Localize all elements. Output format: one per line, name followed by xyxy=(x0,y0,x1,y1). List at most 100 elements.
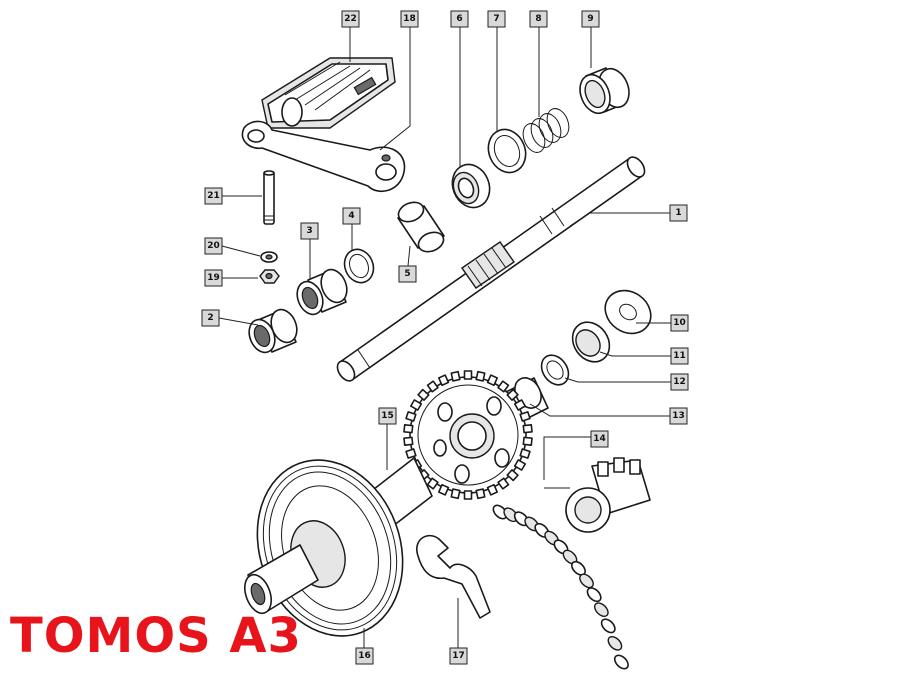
sprocket-tooth xyxy=(405,411,417,422)
bushing-part xyxy=(397,201,445,253)
sleeve-part xyxy=(579,67,630,115)
callout-labels: 1 2 3 4 5 6 7 8 9 10 11 12 13 14 15 16 1… xyxy=(201,10,689,665)
svg-text:2: 2 xyxy=(207,313,213,323)
svg-text:3: 3 xyxy=(306,226,312,236)
chain-link xyxy=(600,618,616,634)
callout-9: 9 xyxy=(581,10,600,28)
needle-bearing-upper-part xyxy=(296,268,348,316)
washer-ring-7-part xyxy=(487,128,527,174)
sprocket-tooth xyxy=(506,469,519,482)
svg-text:16: 16 xyxy=(358,651,371,661)
sprocket-tooth xyxy=(403,436,414,446)
bearing-11-part xyxy=(571,321,611,363)
svg-text:11: 11 xyxy=(673,351,686,361)
callout-3: 3 xyxy=(300,222,319,240)
sprocket-tooth xyxy=(497,380,510,393)
sprocket-tooth xyxy=(405,448,417,459)
callout-8: 8 xyxy=(529,10,548,28)
svg-text:19: 19 xyxy=(207,273,220,283)
small-sprocket-part xyxy=(565,457,651,533)
sprocket-tooth xyxy=(522,424,533,434)
nut-part xyxy=(259,269,280,284)
callout-1: 1 xyxy=(669,204,688,222)
svg-text:15: 15 xyxy=(381,411,394,421)
pedal-part xyxy=(261,57,396,129)
sprocket-tooth xyxy=(463,490,473,500)
svg-text:14: 14 xyxy=(593,434,606,444)
chain-part xyxy=(492,504,629,670)
callout-7: 7 xyxy=(487,10,506,28)
sprocket-tooth xyxy=(450,488,461,500)
sprocket-tooth xyxy=(513,459,526,471)
svg-text:17: 17 xyxy=(452,651,465,661)
callout-2: 2 xyxy=(201,309,220,327)
callout-14: 14 xyxy=(590,430,609,448)
callout-16: 16 xyxy=(355,647,374,665)
sprocket-part xyxy=(403,370,549,500)
sprocket-tooth xyxy=(486,483,499,496)
callout-17: 17 xyxy=(449,647,468,665)
callout-4: 4 xyxy=(342,207,361,225)
svg-text:20: 20 xyxy=(207,241,220,251)
crank-arm-part xyxy=(241,120,406,193)
callout-6: 6 xyxy=(450,10,469,28)
pin-part xyxy=(263,170,275,225)
callout-22: 22 xyxy=(341,10,360,28)
sprocket-tooth xyxy=(410,399,423,411)
bearing-6-part xyxy=(451,163,491,209)
chain-link xyxy=(593,602,609,618)
gear-wheel-part xyxy=(244,457,433,637)
sprocket-tooth xyxy=(513,399,526,411)
sprocket-tooth xyxy=(463,370,473,380)
callout-21: 21 xyxy=(204,187,223,205)
callout-13: 13 xyxy=(669,407,688,425)
svg-text:8: 8 xyxy=(535,14,541,24)
svg-text:21: 21 xyxy=(207,191,220,201)
sprocket-tooth xyxy=(506,388,519,401)
svg-text:22: 22 xyxy=(344,14,357,24)
svg-text:10: 10 xyxy=(673,318,686,328)
callout-19: 19 xyxy=(204,269,223,287)
callout-11: 11 xyxy=(670,347,689,365)
chain-link xyxy=(579,573,594,589)
sprocket-tooth xyxy=(437,374,450,387)
svg-text:6: 6 xyxy=(456,14,462,24)
leader-lines xyxy=(218,27,671,648)
spring-part xyxy=(522,108,570,153)
sprocket-tooth xyxy=(417,388,430,401)
svg-text:13: 13 xyxy=(672,411,685,421)
svg-text:1: 1 xyxy=(675,208,681,218)
callout-12: 12 xyxy=(670,373,689,391)
sprocket-tooth xyxy=(497,477,510,490)
washer-part xyxy=(260,251,278,263)
sprocket-tooth xyxy=(426,380,439,393)
svg-text:12: 12 xyxy=(673,377,686,387)
sprocket-tooth xyxy=(486,374,499,387)
chain-link xyxy=(586,587,602,603)
sprocket-tooth xyxy=(475,370,486,382)
sprocket-tooth xyxy=(475,488,486,500)
svg-text:4: 4 xyxy=(348,211,354,221)
callout-15: 15 xyxy=(378,407,397,425)
ring-part xyxy=(343,248,375,284)
ring-12-part xyxy=(540,354,570,386)
brand-title: TOMOS A3 xyxy=(10,608,302,664)
callout-10: 10 xyxy=(670,314,689,332)
sprocket-tooth xyxy=(522,436,533,446)
callout-18: 18 xyxy=(400,10,419,28)
callout-5: 5 xyxy=(398,265,417,283)
svg-text:7: 7 xyxy=(493,14,499,24)
main-shaft-part xyxy=(336,156,646,382)
sprocket-tooth xyxy=(403,424,414,434)
sprocket-tooth xyxy=(519,411,531,422)
sprocket-tooth xyxy=(450,370,461,382)
sprocket-tooth xyxy=(519,448,531,459)
chain-link xyxy=(607,635,623,651)
sprocket-tooth xyxy=(437,483,450,496)
sprocket-tooth xyxy=(426,477,439,490)
chain-link xyxy=(613,654,629,670)
svg-text:18: 18 xyxy=(403,14,416,24)
wrench-part xyxy=(416,534,491,619)
svg-text:5: 5 xyxy=(404,269,410,279)
